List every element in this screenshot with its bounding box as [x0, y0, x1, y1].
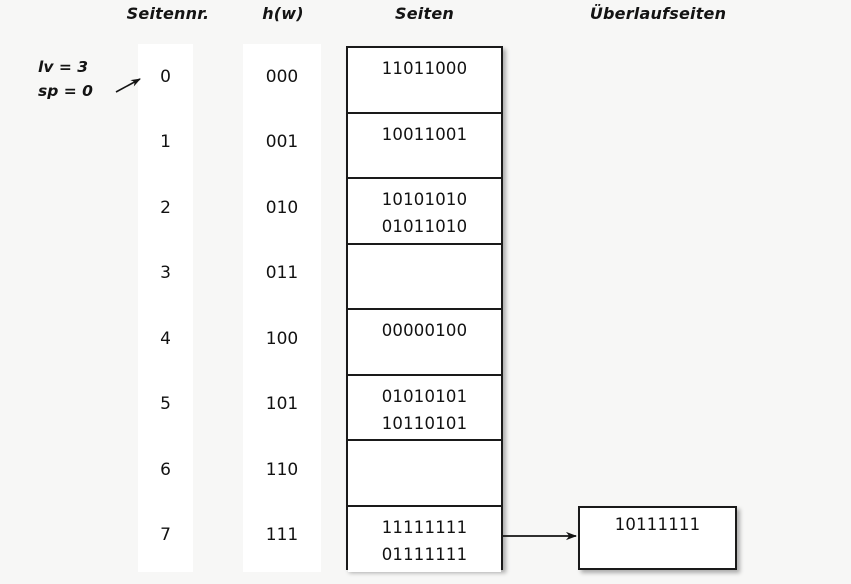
parameter-annotation: lv = 3 sp = 0 [38, 55, 93, 103]
seiten-entry: 11111111 [381, 517, 468, 537]
seiten-row: 00000100 [348, 310, 501, 376]
seitennr-cell: 3 [160, 263, 171, 284]
hw-cell: 001 [265, 132, 299, 153]
hw-cell: 101 [265, 394, 299, 415]
column-header-seiten: Seiten [395, 4, 454, 23]
hw-cell: 110 [265, 459, 299, 480]
seitennr-cell: 2 [160, 197, 171, 218]
sp-pointer-arrow [115, 78, 141, 93]
hw-cell: 000 [265, 66, 299, 87]
annotation-sp: sp = 0 [38, 82, 93, 100]
seitennr-cell: 4 [160, 328, 171, 349]
hw-cell: 011 [265, 263, 299, 284]
seiten-entry: 01111111 [381, 544, 468, 564]
hw-cell: 010 [265, 197, 299, 218]
seiten-entry: 10011001 [381, 124, 468, 144]
seiten-row: 01010101 10110101 [348, 375, 501, 441]
seitennr-cell: 1 [160, 132, 171, 153]
column-header-hw: h(w) [262, 4, 304, 23]
hw-cell: 111 [265, 525, 299, 546]
seiten-row [348, 244, 501, 310]
seiten-entry: 10110101 [381, 413, 468, 433]
hw-cell: 100 [265, 328, 299, 349]
seiten-table: 11011000 10011001 10101010 01011010 00000100… [346, 46, 503, 572]
seiten-entry: 00000100 [381, 321, 468, 340]
seitennr-column: 0 1 2 3 4 5 6 7 [138, 44, 193, 572]
seiten-row: 10101010 01011010 [348, 179, 501, 245]
seitennr-cell: 7 [160, 525, 171, 546]
seiten-entry: 11011000 [381, 59, 468, 78]
column-header-seitennr: Seitennr. [126, 4, 210, 23]
seitennr-cell: 0 [160, 66, 171, 87]
overflow-page-box: 10111111 [578, 506, 737, 570]
seiten-entry: 01010101 [381, 386, 468, 406]
seiten-row [348, 441, 501, 507]
seiten-entry: 10101010 [381, 190, 468, 209]
seiten-row: 10011001 [348, 113, 501, 179]
seitennr-cell: 6 [160, 459, 171, 480]
column-header-ueberlaufseiten: Überlaufseiten [589, 4, 727, 23]
seiten-row: 11011000 [348, 48, 501, 114]
overflow-page-value: 10111111 [614, 515, 701, 534]
seiten-row: 11111111 01111111 [348, 506, 501, 572]
seiten-entry: 01011010 [381, 217, 468, 236]
hw-column: 000 001 010 011 100 101 110 111 [243, 44, 321, 572]
annotation-lv: lv = 3 [38, 58, 88, 76]
seitennr-cell: 5 [160, 394, 171, 415]
